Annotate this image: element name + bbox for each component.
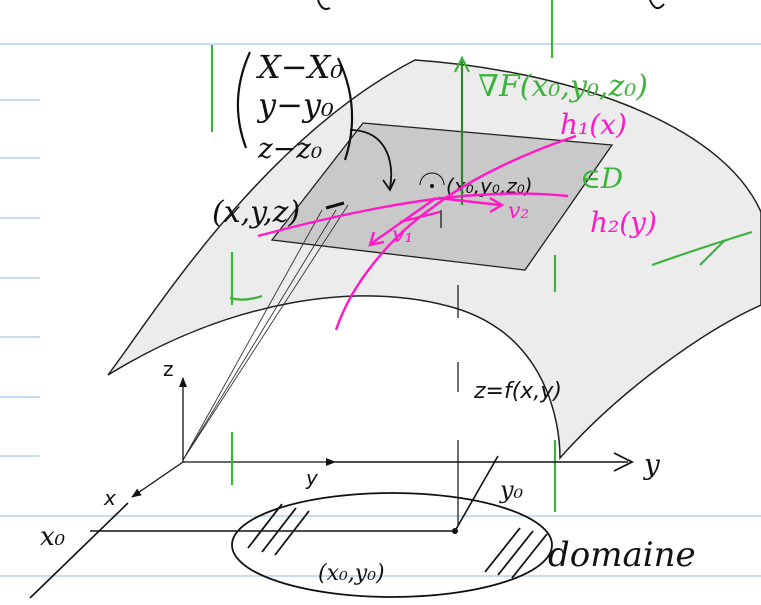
domain-label: domaine	[548, 535, 696, 575]
domain-ellipse	[231, 492, 553, 598]
vector-parentheses	[236, 51, 354, 161]
projection-lines	[182, 204, 349, 461]
v1-label: v₁	[392, 223, 413, 248]
tangent-point-dot	[430, 184, 434, 188]
vector-row-1: X−X₀	[255, 48, 343, 86]
axis-x-label: x	[103, 486, 116, 510]
ruled-lines	[0, 43, 761, 577]
surface-equation: z=f(x,y)	[473, 379, 562, 404]
tangent-plane	[270, 122, 614, 271]
x-axis	[131, 461, 184, 498]
x0-label: x₀	[40, 522, 66, 552]
base-point-dot	[452, 528, 458, 534]
h1-label: h₁(x)	[560, 108, 627, 141]
green-marks	[210, 0, 753, 512]
in-domain-label: ∈D	[580, 162, 623, 195]
v2-label: v₂	[508, 199, 529, 224]
magenta-curves	[257, 134, 577, 331]
y-axis-hand-label: y	[642, 448, 661, 481]
top-cropped-handwriting	[317, 0, 665, 10]
axis-y-label: y	[305, 466, 319, 490]
y0-label: y₀	[499, 476, 524, 504]
curve-h2	[334, 134, 577, 331]
base-point-label: (x₀,y₀)	[318, 561, 385, 586]
coordinate-axes	[131, 377, 336, 498]
curve-h1	[257, 192, 569, 238]
h2-label: h₂(y)	[590, 206, 657, 239]
vertical-guide	[440, 210, 459, 525]
domain-ink	[29, 452, 635, 599]
axis-z-label: z	[163, 357, 174, 381]
right-angle-mark	[419, 172, 445, 186]
point-xyz-pointer	[325, 201, 345, 210]
vector-v2	[437, 196, 501, 207]
gradient-label: ∇F(x₀,y₀,z₀)	[478, 69, 648, 104]
vector-row-3: z−z₀	[257, 132, 322, 165]
vector-row-2: y−y₀	[256, 86, 334, 124]
vector-arrow	[349, 129, 393, 189]
point-xyz-label: (x,y,z)	[212, 195, 300, 230]
